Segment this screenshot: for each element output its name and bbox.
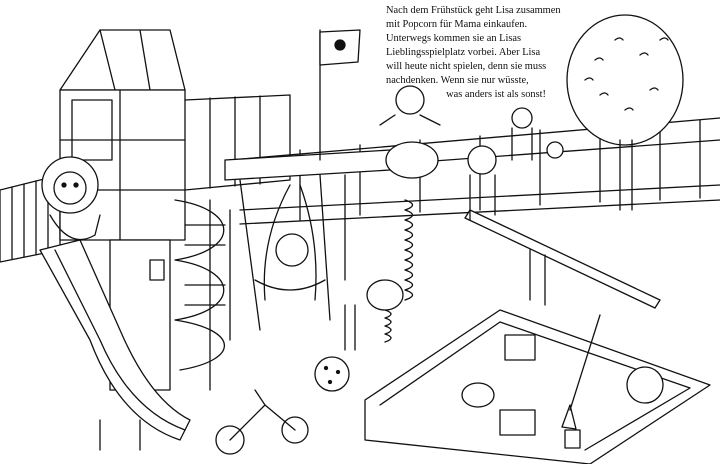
post — [344, 304, 356, 351]
story-text: Nach dem Frühstück geht Lisa zusammen mi… — [386, 4, 561, 102]
spring-rider — [379, 85, 441, 301]
story-line: will heute nicht spielen, denn sie muss — [386, 61, 547, 72]
seesaw — [464, 145, 661, 309]
story-line: Unterwegs kommen sie an Lisas — [386, 33, 522, 44]
story-line: mit Popcorn für Mama einkaufen. — [386, 19, 528, 30]
tree — [566, 14, 684, 211]
ball — [314, 356, 350, 392]
pirate-flag — [319, 29, 361, 161]
story-line: nachdenken. Wenn sie nur wüsste, — [386, 75, 529, 86]
slide — [39, 239, 191, 451]
tricycle — [215, 389, 309, 455]
lion-character — [41, 156, 101, 241]
chicken-spring-rider — [366, 279, 404, 343]
story-line: was anders ist als sonst! — [446, 89, 546, 100]
upper-deck — [184, 94, 391, 191]
swing — [239, 174, 346, 331]
sandbox — [364, 309, 711, 464]
people-by-fence — [511, 107, 564, 161]
story-line: Nach dem Frühstück geht Lisa zusammen — [386, 5, 561, 16]
spiral-stairs — [174, 199, 231, 391]
story-line: Lieblingsspielplatz vorbei. Aber Lisa — [386, 47, 541, 58]
